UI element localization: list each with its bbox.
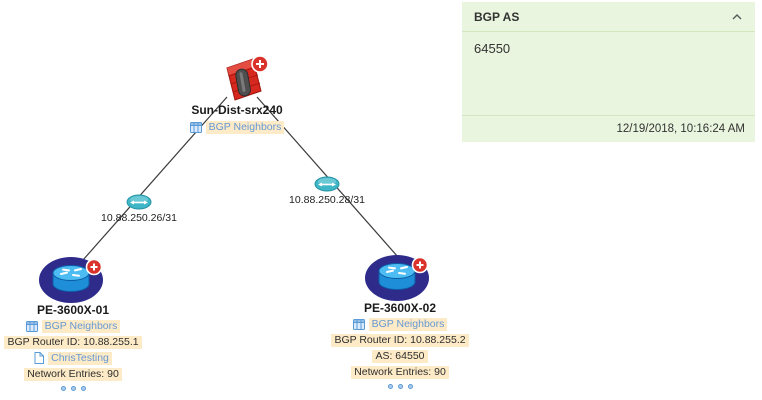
- chevron-up-icon: [732, 13, 742, 19]
- router-node-pe-3600x-01[interactable]: [38, 254, 106, 304]
- interface-icon[interactable]: [126, 194, 152, 215]
- config-doc-label: ChrisTesting: [48, 351, 112, 365]
- firewall-node[interactable]: [214, 54, 270, 102]
- network-entries-label: Network Entries: 90: [24, 367, 122, 381]
- router-name: PE-3600X-01: [36, 303, 110, 317]
- router-id-label: BGP Router ID: 10.88.255.2: [331, 333, 469, 347]
- network-entries-label: Network Entries: 90: [351, 365, 449, 379]
- router-icon: [365, 255, 429, 301]
- panel-value: 64550: [474, 41, 511, 56]
- panel-title: BGP AS: [474, 9, 520, 24]
- firewall-bgp-neighbors-link[interactable]: BGP Neighbors: [157, 120, 317, 134]
- bgp-neighbors-label: BGP Neighbors: [41, 319, 121, 333]
- collapse-button[interactable]: [731, 13, 743, 21]
- more-dots[interactable]: [387, 384, 413, 389]
- more-dots[interactable]: [60, 386, 86, 391]
- add-badge-icon: [251, 55, 269, 73]
- link-label: 10.88.250.28/31: [289, 194, 365, 206]
- firewall-name: Sun-Dist-srx240: [191, 103, 283, 117]
- config-doc-link[interactable]: ChrisTesting: [34, 351, 112, 365]
- bgp-neighbors-label: BGP Neighbors: [368, 317, 448, 331]
- add-badge-icon: [411, 256, 429, 274]
- document-icon: [34, 352, 45, 364]
- as-label: AS: 64550: [372, 349, 428, 363]
- panel-timestamp: 12/19/2018, 10:16:24 AM: [462, 115, 755, 142]
- router-icon: [39, 257, 103, 303]
- router-id-label: BGP Router ID: 10.88.255.1: [4, 335, 142, 349]
- firewall-icon: [226, 55, 269, 101]
- add-badge-icon: [85, 258, 103, 276]
- bgp-neighbors-link[interactable]: BGP Neighbors: [25, 319, 121, 333]
- router-name: PE-3600X-02: [363, 301, 437, 315]
- bgp-neighbors-link[interactable]: BGP Neighbors: [352, 317, 448, 331]
- table-icon: [25, 320, 38, 332]
- link-label: 10.88.250.26/31: [101, 212, 177, 224]
- router-node-pe-3600x-02[interactable]: [364, 252, 432, 302]
- bgp-neighbors-label: BGP Neighbors: [205, 120, 285, 134]
- table-icon: [352, 318, 365, 330]
- interface-icon[interactable]: [314, 176, 340, 197]
- connection-line: [82, 96, 228, 261]
- detail-panel: BGP AS 64550 12/19/2018, 10:16:24 AM: [462, 2, 755, 142]
- table-icon: [189, 121, 202, 133]
- panel-header: BGP AS: [462, 2, 755, 32]
